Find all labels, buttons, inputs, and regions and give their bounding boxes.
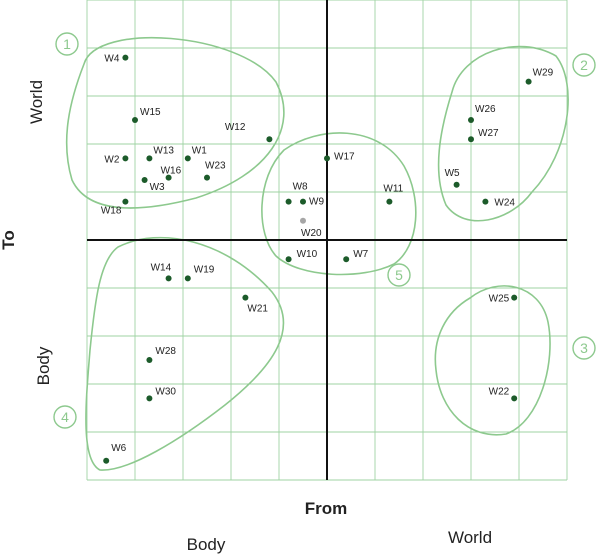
cluster-badge-number-4: 4 [61, 409, 69, 425]
data-point-w24 [482, 198, 489, 205]
point-label-w19: W19 [194, 264, 215, 275]
point-label-w3: W3 [150, 182, 165, 193]
cluster-outline-4 [85, 236, 285, 471]
point-label-w15: W15 [140, 107, 161, 118]
axis-labels: From To Body World Body World [0, 80, 492, 554]
cluster-badge-number-5: 5 [395, 267, 403, 283]
data-points: W1W2W3W4W5W6W7W8W9W10W11W12W13W15W14W16W… [101, 54, 554, 464]
data-point-w25 [511, 294, 518, 301]
data-point-w4 [122, 54, 129, 61]
data-point-w5 [453, 181, 460, 188]
cluster-badge-circle-2 [572, 53, 596, 77]
point-label-w27: W27 [478, 128, 499, 139]
point-label-w2: W2 [104, 154, 119, 165]
point-label-w1: W1 [192, 145, 207, 156]
data-point-w30 [146, 395, 153, 402]
cluster-outline-3 [434, 285, 551, 436]
cluster-outline-5 [261, 132, 417, 276]
data-point-w27 [468, 136, 474, 143]
point-label-w11: W11 [383, 184, 403, 195]
data-point-w13 [146, 155, 153, 162]
point-label-w8: W8 [293, 182, 308, 193]
cluster-badge-number-1: 1 [63, 36, 71, 52]
point-label-w6: W6 [111, 443, 126, 454]
x-side-label-body: Body [187, 535, 226, 554]
point-label-w29: W29 [533, 68, 554, 79]
cluster-outline-1 [65, 36, 285, 209]
point-label-w30: W30 [155, 386, 176, 397]
cluster-outline-2 [437, 45, 569, 222]
point-label-w10: W10 [297, 249, 318, 260]
data-point-w2 [122, 155, 129, 162]
data-point-w23 [204, 174, 210, 181]
data-point-w10 [285, 256, 292, 263]
point-label-w18: W18 [101, 206, 122, 217]
data-point-w15 [132, 117, 138, 123]
point-label-w28: W28 [155, 346, 176, 357]
data-point-w12 [266, 136, 273, 143]
axes [87, 0, 567, 480]
point-label-w22: W22 [489, 386, 510, 397]
y-side-label-world: World [27, 80, 46, 124]
point-label-w23: W23 [205, 161, 226, 172]
data-point-w8 [285, 198, 292, 205]
point-label-w25: W25 [489, 294, 510, 305]
cluster-badge-circle-1 [55, 32, 79, 56]
data-point-w21 [242, 294, 249, 301]
point-label-w12: W12 [225, 122, 246, 133]
point-label-w13: W13 [153, 145, 174, 156]
point-label-w26: W26 [475, 104, 496, 115]
point-label-w4: W4 [104, 54, 119, 65]
y-axis-title: To [0, 230, 18, 250]
point-label-w7: W7 [353, 249, 368, 260]
data-point-w20 [300, 217, 306, 224]
data-point-w16 [165, 174, 172, 181]
cluster-badge-circle-3 [572, 336, 596, 360]
data-point-w14 [165, 275, 172, 282]
point-label-w17: W17 [334, 151, 355, 162]
data-point-w22 [511, 395, 518, 402]
cluster-outlines: 1 2 3 4 5 [53, 32, 596, 471]
data-point-w17 [324, 155, 330, 162]
cluster-badge-number-3: 3 [580, 340, 588, 356]
point-label-w16: W16 [161, 166, 182, 177]
x-axis-title: From [305, 499, 348, 518]
data-point-w29 [525, 78, 532, 85]
cluster-badge-circle-4 [53, 405, 77, 429]
data-point-w19 [184, 275, 191, 282]
point-label-w21: W21 [247, 304, 268, 315]
data-point-w7 [343, 256, 350, 263]
point-label-w14: W14 [151, 262, 172, 273]
data-point-w28 [146, 357, 153, 363]
data-point-w3 [141, 177, 148, 183]
point-label-w24: W24 [494, 198, 515, 209]
data-point-w9 [300, 198, 306, 205]
cluster-badge-circle-5 [387, 263, 411, 287]
y-side-label-body: Body [34, 346, 53, 385]
data-point-w1 [184, 155, 191, 162]
point-label-w9: W9 [309, 197, 324, 208]
data-point-w18 [122, 198, 129, 205]
point-label-w5: W5 [445, 168, 460, 179]
data-point-w6 [103, 457, 110, 464]
cluster-badge-number-2: 2 [580, 57, 588, 73]
data-point-w26 [468, 117, 474, 123]
data-point-w11 [386, 198, 393, 205]
point-label-w20: W20 [301, 228, 322, 239]
x-side-label-world: World [448, 528, 492, 547]
